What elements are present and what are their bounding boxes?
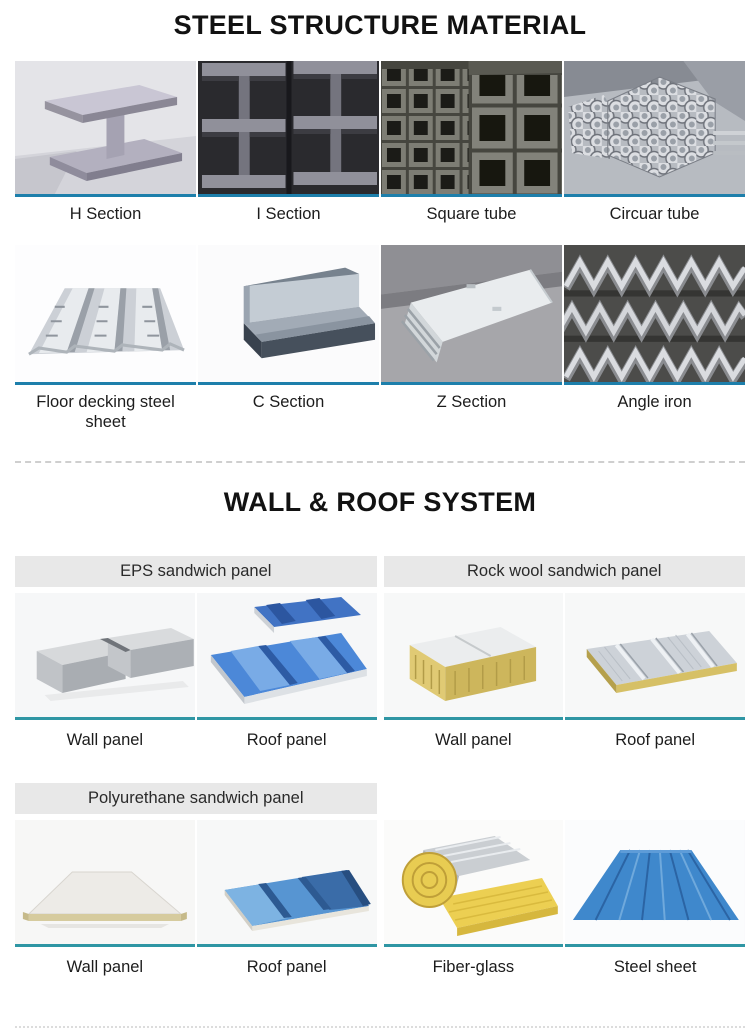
circular-tube-photo <box>564 61 745 194</box>
rockwool-roof-panel-photo <box>565 592 745 717</box>
photo-underline <box>381 382 562 385</box>
product-card-pu-wall: Wall panel <box>15 819 195 992</box>
product-label: Roof panel <box>246 957 327 976</box>
photo-underline <box>15 716 195 720</box>
h-section-photo <box>15 61 196 194</box>
eps-wall-panel-photo <box>15 592 195 717</box>
product-label: Square tube <box>426 205 517 223</box>
pu-roof-panel-photo <box>196 819 377 944</box>
group-polyurethane: Polyurethane sandwich panel <box>15 782 377 992</box>
photo-underline <box>15 194 196 197</box>
product-label: I Section <box>256 205 321 223</box>
group-eps: EPS sandwich panel <box>15 555 377 765</box>
product-card-steel-sheet: Steel sheet <box>565 819 745 992</box>
product-label: Floor decking steel sheet <box>36 393 175 431</box>
product-card-pu-roof: Roof panel <box>196 819 377 992</box>
pu-wall-panel-photo <box>15 819 195 944</box>
product-label: C Section <box>252 393 325 411</box>
product-card-i-section: I Section <box>198 61 379 239</box>
photo-underline <box>15 382 196 385</box>
photo-underline <box>564 382 745 385</box>
photo-underline <box>15 943 195 947</box>
product-card-eps-roof: Roof panel <box>196 592 377 765</box>
product-label: Angle iron <box>617 393 692 411</box>
fiber-glass-photo <box>383 819 564 944</box>
product-label: Steel sheet <box>613 957 697 976</box>
product-card-c-section: C Section <box>198 245 379 433</box>
eps-roof-panel-photo <box>196 592 377 717</box>
rockwool-wall-panel-photo <box>383 592 564 717</box>
photo-underline <box>196 716 377 720</box>
product-card-h-section: H Section <box>15 61 196 239</box>
photo-underline <box>565 716 745 720</box>
photo-underline <box>381 194 562 197</box>
product-card-z-section: Z Section <box>381 245 562 433</box>
photo-underline <box>383 943 564 947</box>
product-card-fiber-glass: Fiber-glass <box>383 819 564 992</box>
i-section-photo <box>198 61 379 194</box>
product-card-rockwool-wall: Wall panel <box>383 592 564 765</box>
product-card-floor-decking: Floor decking steel sheet <box>15 245 196 433</box>
product-label: Z Section <box>436 393 507 411</box>
product-label: Wall panel <box>66 957 144 976</box>
steel-section-title: STEEL STRUCTURE MATERIAL <box>173 10 587 40</box>
product-label: Roof panel <box>246 730 327 749</box>
product-label: Fiber-glass <box>432 957 515 976</box>
wall-section-title: WALL & ROOF SYSTEM <box>223 486 537 517</box>
group-header-empty <box>384 783 746 814</box>
c-section-photo <box>198 245 379 382</box>
photo-underline <box>383 716 564 720</box>
product-card-square-tube: Square tube <box>381 61 562 239</box>
group-unlabeled: Fiber-glass <box>383 783 746 992</box>
product-label: H Section <box>69 205 142 223</box>
product-label: Wall panel <box>66 730 144 749</box>
square-tube-photo <box>381 61 562 194</box>
photo-underline <box>198 382 379 385</box>
panel-row-1: EPS sandwich panel <box>15 555 745 765</box>
steel-sheet-photo <box>565 819 745 944</box>
panel-row-2: Polyurethane sandwich panel <box>15 782 746 992</box>
product-card-angle-iron: Angle iron <box>564 245 745 433</box>
steel-row-1: H Section <box>15 61 745 239</box>
z-section-photo <box>381 245 562 382</box>
product-card-rockwool-roof: Roof panel <box>565 592 745 765</box>
group-header-polyurethane: Polyurethane sandwich panel <box>15 782 377 814</box>
group-header-eps: EPS sandwich panel <box>15 555 377 587</box>
product-label: Wall panel <box>435 730 512 749</box>
group-header-rockwool: Rock wool sandwich panel <box>383 555 745 587</box>
angle-iron-photo <box>564 245 745 382</box>
photo-underline <box>565 943 745 947</box>
group-rockwool: Rock wool sandwich panel <box>383 555 745 765</box>
steel-row-2: Floor decking steel sheet C Section <box>15 245 745 433</box>
product-label: Roof panel <box>615 730 696 749</box>
page-bottom-divider <box>15 1025 745 1028</box>
photo-underline <box>564 194 745 197</box>
section-divider-dashed <box>15 460 745 463</box>
product-card-circular-tube: Circuar tube <box>564 61 745 239</box>
product-label: Circuar tube <box>609 205 700 223</box>
photo-underline <box>196 943 377 947</box>
photo-underline <box>198 194 379 197</box>
floor-decking-photo <box>15 245 196 382</box>
product-card-eps-wall: Wall panel <box>15 592 195 765</box>
